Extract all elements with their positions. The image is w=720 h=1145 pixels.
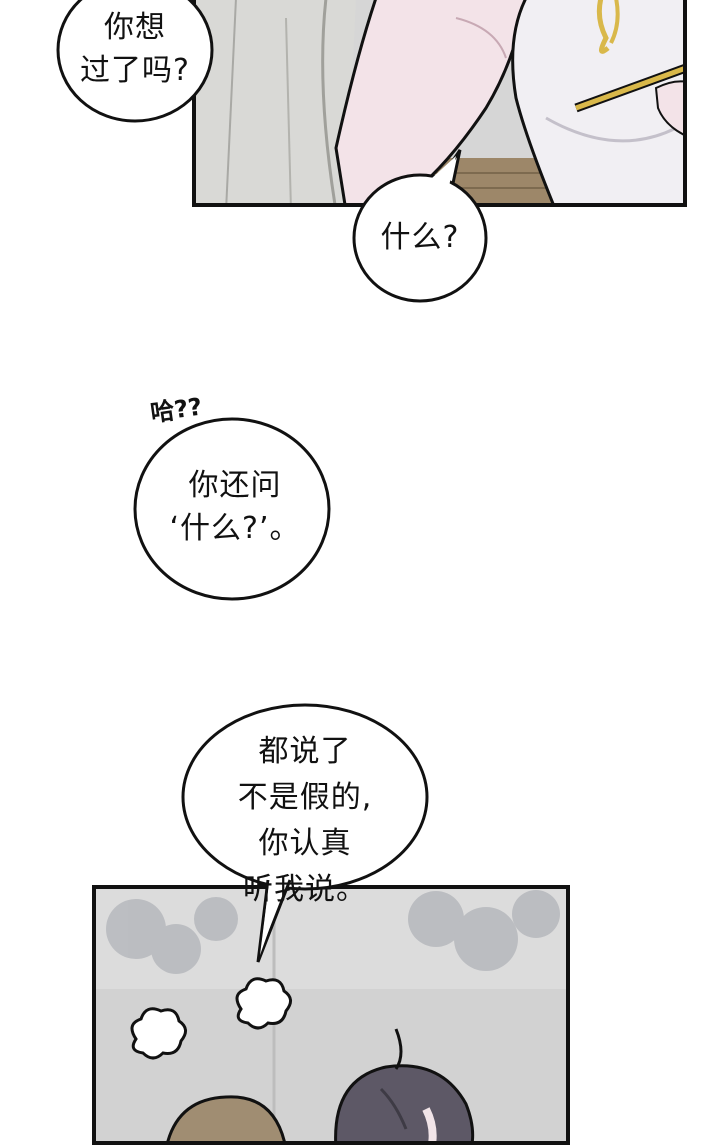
speech-bubble-4 bbox=[181, 703, 429, 891]
bubble-1-text: 你想 过了吗? bbox=[80, 10, 190, 88]
bubble-2-text: 什么? bbox=[380, 220, 460, 255]
bottom-panel-scene bbox=[96, 889, 566, 1141]
bubble-4-text: 都说了 不是假的, 你认真 听我说。 bbox=[237, 734, 373, 907]
speech-bubble-1 bbox=[56, 0, 214, 123]
sound-effect-text: 哈?? bbox=[148, 392, 204, 428]
speech-bubble-2 bbox=[352, 173, 488, 303]
bottom-panel bbox=[92, 885, 570, 1145]
bubble-3-text: 你还问 ‘什么?’。 bbox=[169, 468, 301, 546]
speech-bubble-3 bbox=[133, 417, 331, 601]
